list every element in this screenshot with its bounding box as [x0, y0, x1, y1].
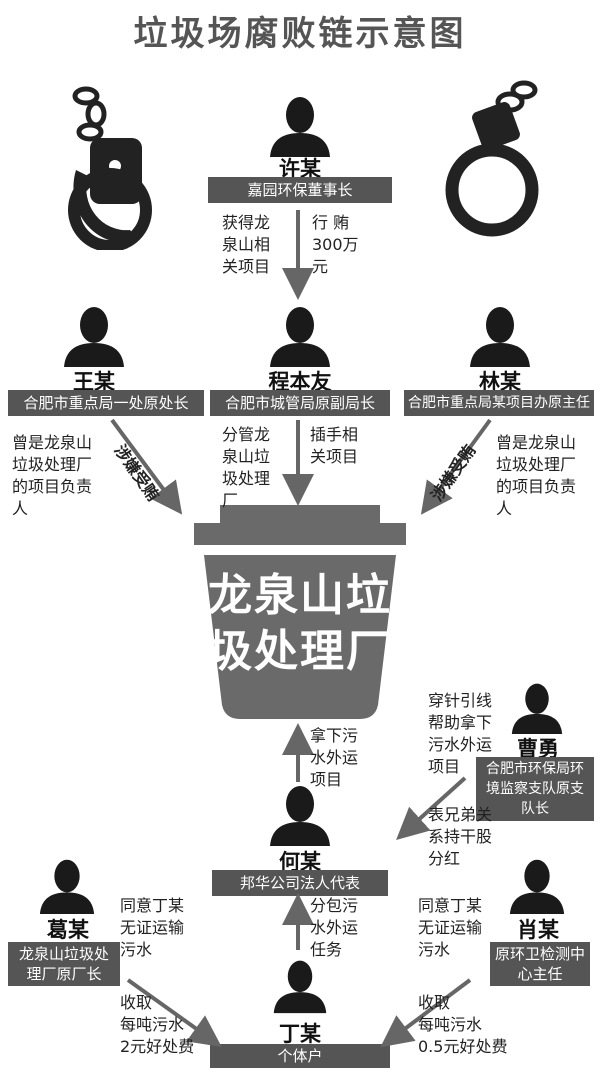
person-xu-role: 嘉园环保董事长 — [208, 177, 392, 203]
note-xiao-fee: 收取 每吨污水 0.5元好处费 — [418, 993, 508, 1056]
person-xiao-avatar-icon — [509, 859, 565, 914]
note-xu-bribe: 行 贿 300万 元 — [312, 213, 359, 276]
handcuff-right-icon — [445, 80, 539, 237]
note-cheng-in-charge: 分管龙 泉山垃 圾处理 厂 — [222, 425, 271, 510]
note-ge-fee: 收取 每吨污水 2元好处费 — [120, 993, 195, 1056]
diagram-title: 垃圾场腐败链示意图 — [133, 14, 467, 54]
person-ding-role: 个体户 — [210, 1044, 390, 1068]
handcuff-left-icon — [68, 86, 152, 250]
person-he-avatar-icon — [270, 786, 330, 846]
arrow-wang-to-bin — [110, 418, 183, 515]
note-he-subcontract: 分包污 水外运 任务 — [310, 896, 359, 959]
person-ge-avatar-icon — [39, 859, 95, 914]
person-cheng-role: 合肥市城管局原副局长 — [210, 390, 390, 416]
person-xiao-role: 原环卫检测中心主任 — [490, 942, 590, 986]
note-cheng-interfered: 插手相 关项目 — [310, 425, 359, 466]
person-ding-name: 丁某 — [279, 1022, 321, 1046]
person-xiao-name: 肖某 — [517, 918, 559, 942]
note-xiao-approved: 同意丁某 无证运输 污水 — [418, 896, 483, 959]
person-xu-avatar-icon — [270, 97, 330, 157]
note-xu-obtained-project: 获得龙 泉山相 关项目 — [222, 213, 271, 276]
person-ge-role: 龙泉山垃圾处理厂原厂长 — [8, 942, 120, 986]
person-wang-avatar-icon — [64, 307, 124, 367]
person-wang-role: 合肥市重点局一处原处长 — [8, 390, 204, 416]
person-he-role: 邦华公司法人代表 — [212, 870, 388, 896]
arrow-cao-to-he — [396, 776, 467, 841]
person-ge-name: 葛某 — [47, 918, 89, 942]
note-he-won-sewage-project: 拿下污 水外运 项目 — [310, 726, 359, 789]
person-ding-avatar-icon — [273, 960, 327, 1014]
note-wang-former-lead: 曾是龙泉山 垃圾处理厂 的项目负责 人 — [12, 433, 93, 518]
person-lin-role: 合肥市重点局某项目办原主任 — [404, 390, 594, 416]
arrow-lin-to-bin — [420, 418, 492, 515]
arrow-xiao-to-ding — [380, 978, 472, 1048]
bin-label: 龙泉山垃 圾处理厂 — [208, 570, 392, 677]
note-cao-helped: 穿针引线 帮助拿下 污水外运 项目 — [428, 691, 493, 776]
note-cao-shares: 表兄弟关 系持干股 分红 — [428, 805, 493, 868]
person-cao-avatar-icon — [511, 683, 563, 734]
person-cheng-avatar-icon — [270, 307, 330, 367]
person-cao-role: 合肥市环保局环境监察支队原支队长 — [476, 757, 594, 821]
person-lin-avatar-icon — [470, 307, 530, 367]
note-ge-approved: 同意丁某 无证运输 污水 — [120, 896, 185, 959]
note-lin-former-lead: 曾是龙泉山 垃圾处理厂 的项目负责 人 — [496, 433, 577, 518]
arrow-ge-to-ding — [126, 978, 222, 1047]
garbage-bin-shape — [194, 505, 406, 719]
